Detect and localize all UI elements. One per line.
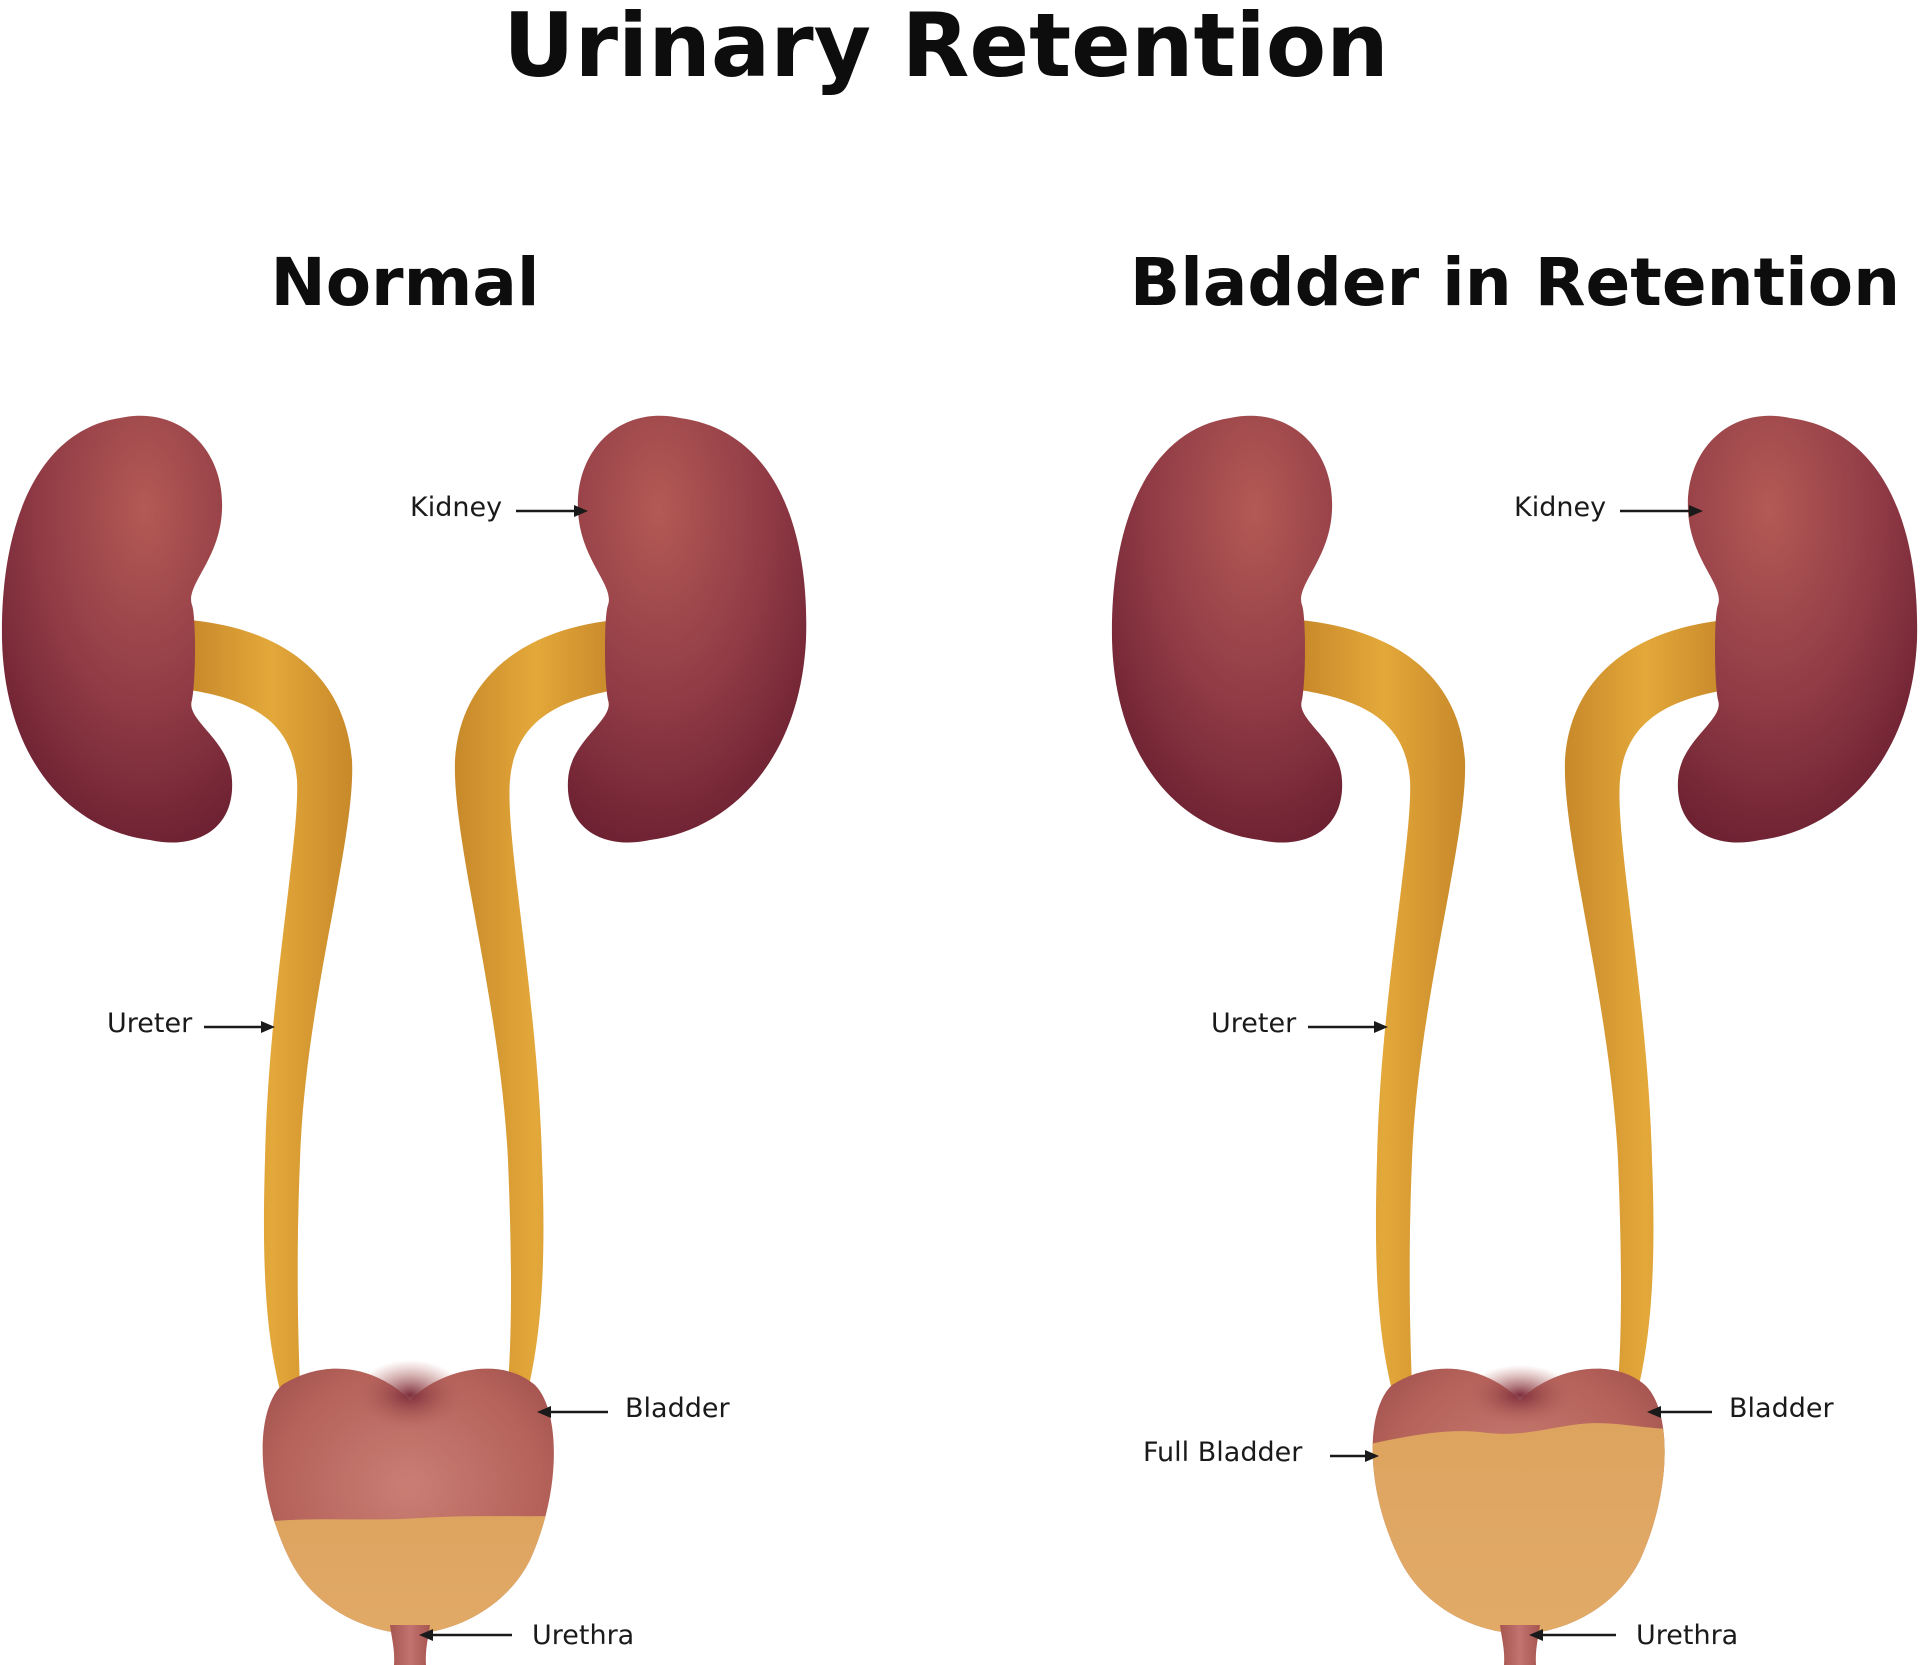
ureter-label: Ureter [1211, 1008, 1297, 1039]
right-ureter [454, 620, 615, 1390]
right-kidney [1677, 415, 1918, 843]
bladder-label: Bladder [625, 1393, 730, 1424]
left-ureter [1300, 620, 1466, 1390]
ureter-label: Ureter [107, 1008, 193, 1039]
bladder-label: Bladder [1729, 1393, 1834, 1424]
right-kidney [567, 415, 807, 843]
urethra-label: Urethra [1636, 1620, 1738, 1651]
bladder-annotation: Bladder [1647, 1393, 1834, 1424]
left-kidney [1111, 415, 1343, 843]
retention-panel: Bladder in Retention Kidney Ureter Bladd… [1111, 244, 1918, 1665]
kidney-annotation: Kidney [410, 492, 588, 523]
urethra-annotation: Urethra [419, 1620, 634, 1651]
kidney-annotation: Kidney [1514, 492, 1703, 523]
retention-heading: Bladder in Retention [1130, 244, 1900, 321]
right-ureter [1564, 620, 1725, 1390]
urethra-label: Urethra [532, 1620, 634, 1651]
kidney-label: Kidney [410, 492, 502, 523]
normal-heading: Normal [270, 244, 539, 321]
bladder-dome-shadow [1465, 1365, 1575, 1425]
left-kidney [1, 415, 233, 843]
normal-panel: Normal Kidney Ureter Bladder [1, 244, 807, 1665]
left-ureter [190, 620, 353, 1390]
urethra-annotation: Urethra [1529, 1620, 1738, 1651]
urethra [1500, 1625, 1540, 1665]
urethra [390, 1625, 430, 1665]
urine-level [262, 1515, 554, 1632]
bladder-annotation: Bladder [537, 1393, 730, 1424]
ureter-annotation: Ureter [1211, 1008, 1388, 1039]
kidney-label: Kidney [1514, 492, 1606, 523]
bladder-dome-shadow [355, 1360, 465, 1430]
ureter-annotation: Ureter [107, 1008, 275, 1039]
full-bladder-label: Full Bladder [1143, 1437, 1303, 1468]
diagram-title: Urinary Retention [503, 0, 1389, 97]
full-bladder-annotation: Full Bladder [1143, 1437, 1379, 1468]
